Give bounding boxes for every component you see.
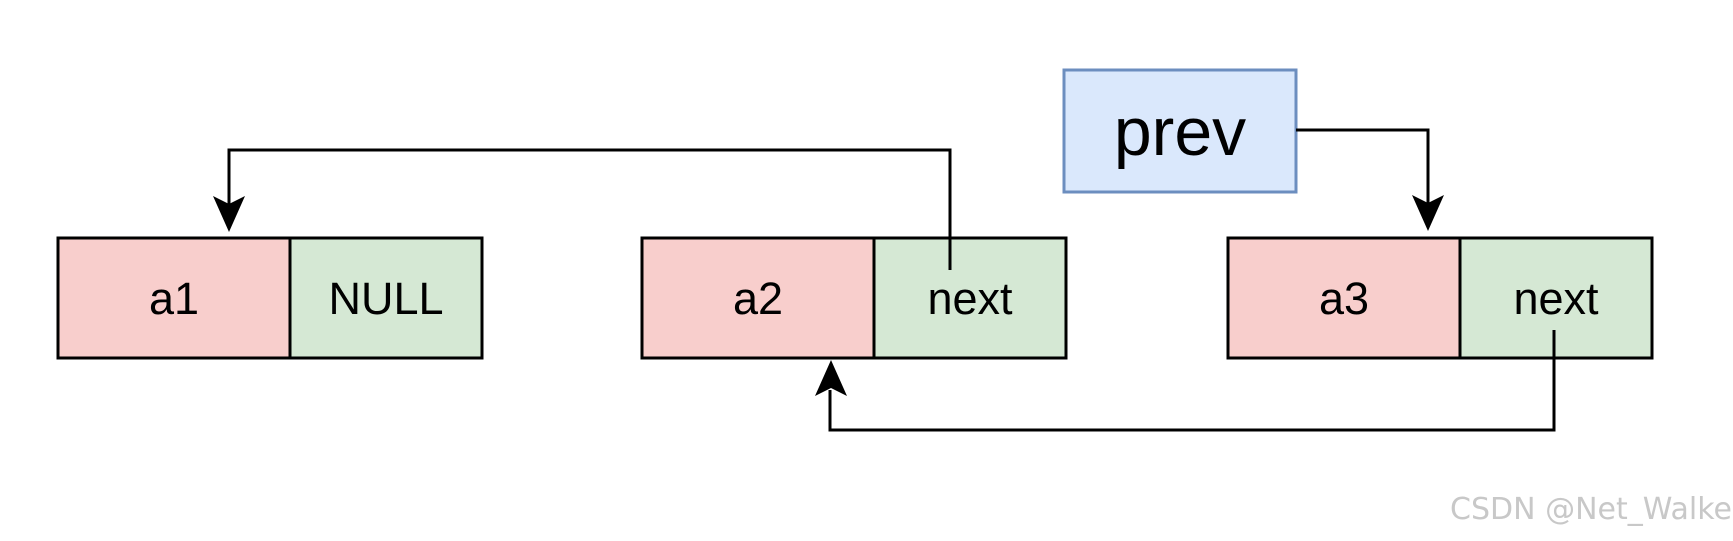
edge-prev-to-a3 [1296, 128, 1444, 231]
node-a2-pointer-label: next [927, 273, 1013, 324]
edge-prev-to-a3-line [1296, 128, 1430, 206]
prev-label: prev [1114, 94, 1246, 170]
node-a1-data-label: a1 [149, 273, 199, 324]
node-a2: a2 next [640, 236, 1068, 360]
node-a1-data-cell [56, 236, 292, 360]
edge-a2-next-to-a1-arrowhead [213, 196, 245, 232]
node-a3-data-cell [1226, 236, 1462, 360]
node-a2-data-cell [640, 236, 876, 360]
node-a3-pointer-label: next [1513, 273, 1599, 324]
prev-pointer: prev [1062, 68, 1298, 194]
edge-a2-next-to-a1-line [227, 148, 952, 270]
watermark: CSDN @Net_Walke [1450, 492, 1732, 527]
edge-a3-next-to-a2-line [828, 330, 1556, 432]
edge-prev-to-a3-arrowhead [1412, 195, 1444, 231]
node-a3-pointer-cell [1458, 236, 1654, 360]
node-a2-pointer-cell [872, 236, 1068, 360]
node-a1: a1 NULL [56, 236, 484, 360]
edge-a3-next-to-a2-arrowhead [815, 360, 847, 396]
edge-a2-next-to-a1 [213, 148, 952, 270]
node-a3-data-label: a3 [1319, 273, 1369, 324]
node-a1-pointer-label: NULL [328, 273, 443, 324]
prev-box [1062, 68, 1298, 194]
node-a2-data-label: a2 [733, 273, 783, 324]
edge-a3-next-to-a2 [815, 330, 1556, 432]
node-a1-pointer-cell [288, 236, 484, 360]
node-a3: a3 next [1226, 236, 1654, 360]
